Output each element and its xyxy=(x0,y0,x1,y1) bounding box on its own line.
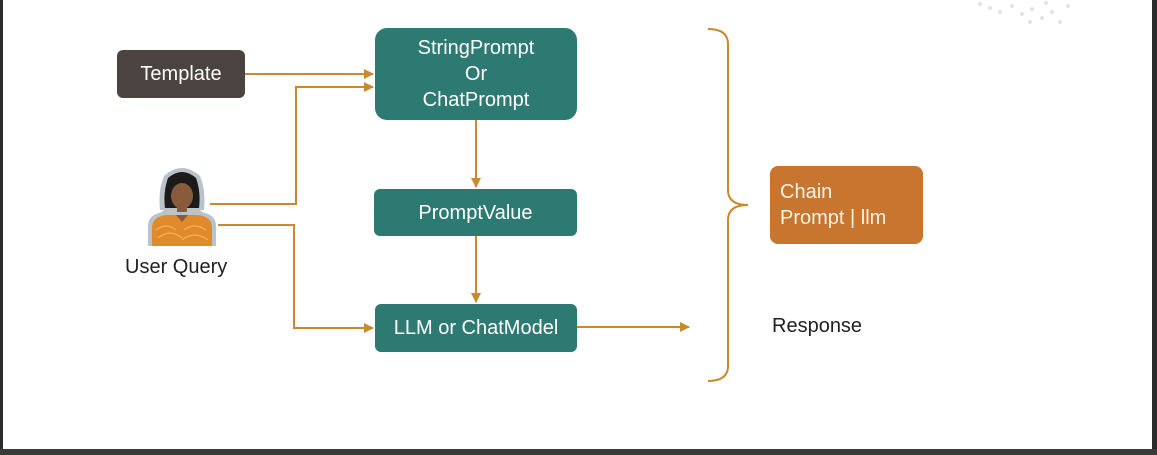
chain-brace xyxy=(707,28,749,382)
chain-line-2: Prompt | llm xyxy=(780,207,887,229)
prompt-value-label: PromptValue xyxy=(418,201,533,224)
llm-label: LLM or ChatModel xyxy=(393,317,559,339)
arrow-user-to-llm xyxy=(218,224,374,333)
template-box: Template xyxy=(117,50,245,98)
llm-box: LLM or ChatModel xyxy=(375,304,577,352)
window-border-bottom xyxy=(0,449,1157,455)
string-prompt-line-1: StringPrompt xyxy=(417,37,535,59)
string-prompt-line-3: ChatPrompt xyxy=(422,89,530,111)
prompt-value-box: PromptValue xyxy=(374,189,577,236)
window-border-left xyxy=(0,0,3,455)
response-label: Response xyxy=(772,315,863,337)
arrow-user-to-stringprompt xyxy=(210,82,374,205)
chain-line-1: Chain xyxy=(780,181,833,203)
string-prompt-box: StringPrompt Or ChatPrompt xyxy=(375,28,577,120)
user-avatar-icon xyxy=(148,168,216,246)
chain-box: Chain Prompt | llm xyxy=(770,166,923,244)
window-border-right xyxy=(1152,0,1157,455)
template-label: Template xyxy=(140,63,222,85)
string-prompt-line-2: Or xyxy=(464,63,488,85)
decorative-pattern-icon xyxy=(978,1,1070,24)
user-query-label: User Query xyxy=(125,256,228,278)
